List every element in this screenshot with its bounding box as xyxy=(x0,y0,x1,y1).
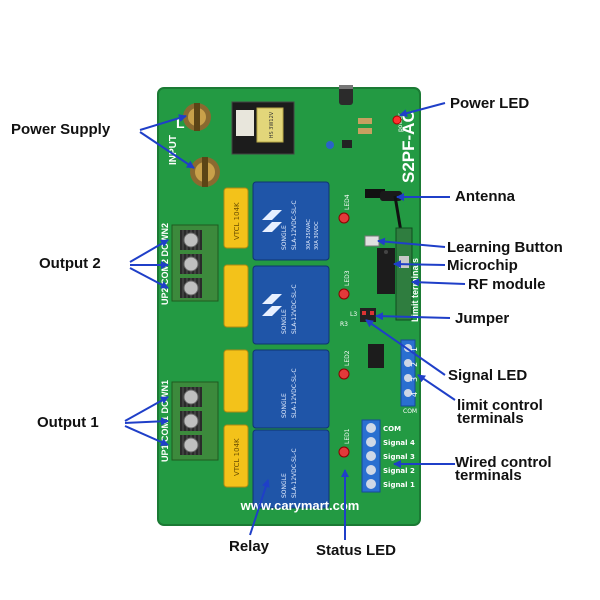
label-status-led: Status LED xyxy=(316,542,397,559)
arrow-rf-module xyxy=(411,278,466,287)
arrow-learning-button xyxy=(377,237,446,248)
led-label-3: LED3 xyxy=(344,270,351,286)
arrow-output1-3 xyxy=(124,425,169,446)
microchip xyxy=(377,248,395,294)
relay-model-2: SLA-12VDC-SL-C xyxy=(291,284,298,334)
signal-term-1: Signal 1 xyxy=(383,481,415,489)
label-power-supply: Power Supply xyxy=(11,121,111,138)
arrow-output1-1 xyxy=(124,396,169,422)
capacitor-text-1: VTCL 104K xyxy=(233,202,241,240)
arrow-limit-control xyxy=(417,374,456,401)
limit-silk: Limit terminals xyxy=(410,258,420,322)
power-led xyxy=(392,115,402,125)
led-label-2: LED2 xyxy=(344,350,351,366)
label-wired-control: Wired control terminals xyxy=(455,454,552,484)
arrow-power-supply-2 xyxy=(139,131,195,169)
relay-model-4: SLA-12VDC-SL-C xyxy=(291,448,298,498)
rf-module xyxy=(395,227,413,321)
yellow-capacitors xyxy=(223,187,249,488)
learning-button xyxy=(364,235,380,247)
label-relay: Relay xyxy=(229,538,270,555)
led-label-4: LED4 xyxy=(344,194,351,210)
relay-rating-2: 30A 30VDC xyxy=(314,221,320,250)
model-silk: S2PF-AC xyxy=(399,110,418,183)
small-components xyxy=(326,118,372,149)
label-power-led: Power LED xyxy=(450,95,530,112)
led-label-1: LED1 xyxy=(344,428,351,444)
small-ic xyxy=(368,344,384,368)
arrow-relay xyxy=(249,479,270,536)
arrow-power-supply-1 xyxy=(139,114,187,131)
label-limit-control-line1: limit control xyxy=(457,397,543,414)
relays xyxy=(252,181,330,509)
limit-num-3: 3 xyxy=(410,377,419,382)
input-silk: INPUT xyxy=(168,135,179,165)
arrow-microchip xyxy=(393,260,446,269)
arrow-output1-2 xyxy=(124,417,169,426)
relay-brand-2: SONGLE xyxy=(281,309,288,334)
arrow-output2-1 xyxy=(129,239,169,263)
limit-num-1: 1 xyxy=(410,347,419,352)
psu-text: HS 3W12V xyxy=(269,111,275,138)
label-signal-led: Signal LED xyxy=(448,367,528,384)
label-microchip: Microchip xyxy=(447,257,518,274)
label-wired-control-line1: Wired control xyxy=(455,454,552,471)
output2-terminal-block xyxy=(171,224,219,302)
label-rf-module: RF module xyxy=(468,276,546,293)
relay-model-3: SLA-12VDC-SL-C xyxy=(291,368,298,418)
arrow-jumper xyxy=(375,312,451,321)
limit-terminal-block xyxy=(400,339,416,407)
limit-num-2: 2 xyxy=(410,362,419,367)
relay-brand-1: SONGLE xyxy=(281,225,288,250)
label-output-2: Output 2 xyxy=(39,255,101,272)
capacitor-text-4: VTCL 104K xyxy=(233,438,241,476)
label-antenna: Antenna xyxy=(455,188,515,205)
output1-terminal-block xyxy=(171,381,219,461)
arrow-output2-3 xyxy=(129,267,169,289)
relay-model-1: SLA-12VDC-SL-C xyxy=(291,200,298,250)
jumper-silk-l3: L3 xyxy=(350,311,357,318)
website-silk: www.carymart.com xyxy=(240,498,360,513)
signal-terminal-block xyxy=(361,419,381,493)
label-output-1: Output 1 xyxy=(37,414,99,431)
label-jumper: Jumper xyxy=(455,310,510,327)
label-limit-control: limit control terminals xyxy=(457,397,543,427)
out2-silk: UP2 COM2 DOWN2 xyxy=(160,223,170,305)
callout-arrows xyxy=(124,102,466,540)
input-l-silk: L xyxy=(176,115,185,131)
relay-rating-1: 30A 250VAC xyxy=(306,219,312,250)
signal-term-2: Signal 2 xyxy=(383,467,415,475)
psu-module: HS 3W12V xyxy=(231,101,295,155)
signal-term-3: Signal 3 xyxy=(383,453,415,461)
limit-com: COM xyxy=(403,408,417,415)
signal-term-com: COM xyxy=(383,425,401,433)
jumper xyxy=(360,308,376,322)
label-wired-control-line2: terminals xyxy=(455,467,522,484)
electrolytic-capacitor xyxy=(339,85,353,105)
relay-brand-4: SONGLE xyxy=(281,473,288,498)
relay-brand-3: SONGLE xyxy=(281,393,288,418)
status-leds xyxy=(338,212,350,458)
signal-term-4: Signal 4 xyxy=(383,439,415,447)
limit-num-4: 4 xyxy=(410,392,419,397)
jumper-silk-r3: R3 xyxy=(340,321,348,328)
arrow-power-led xyxy=(399,102,446,118)
label-learning-button: Learning Button xyxy=(447,239,563,256)
arrow-signal-led xyxy=(365,319,446,376)
power-input-screws xyxy=(183,103,220,187)
label-limit-control-line2: terminals xyxy=(457,410,524,427)
